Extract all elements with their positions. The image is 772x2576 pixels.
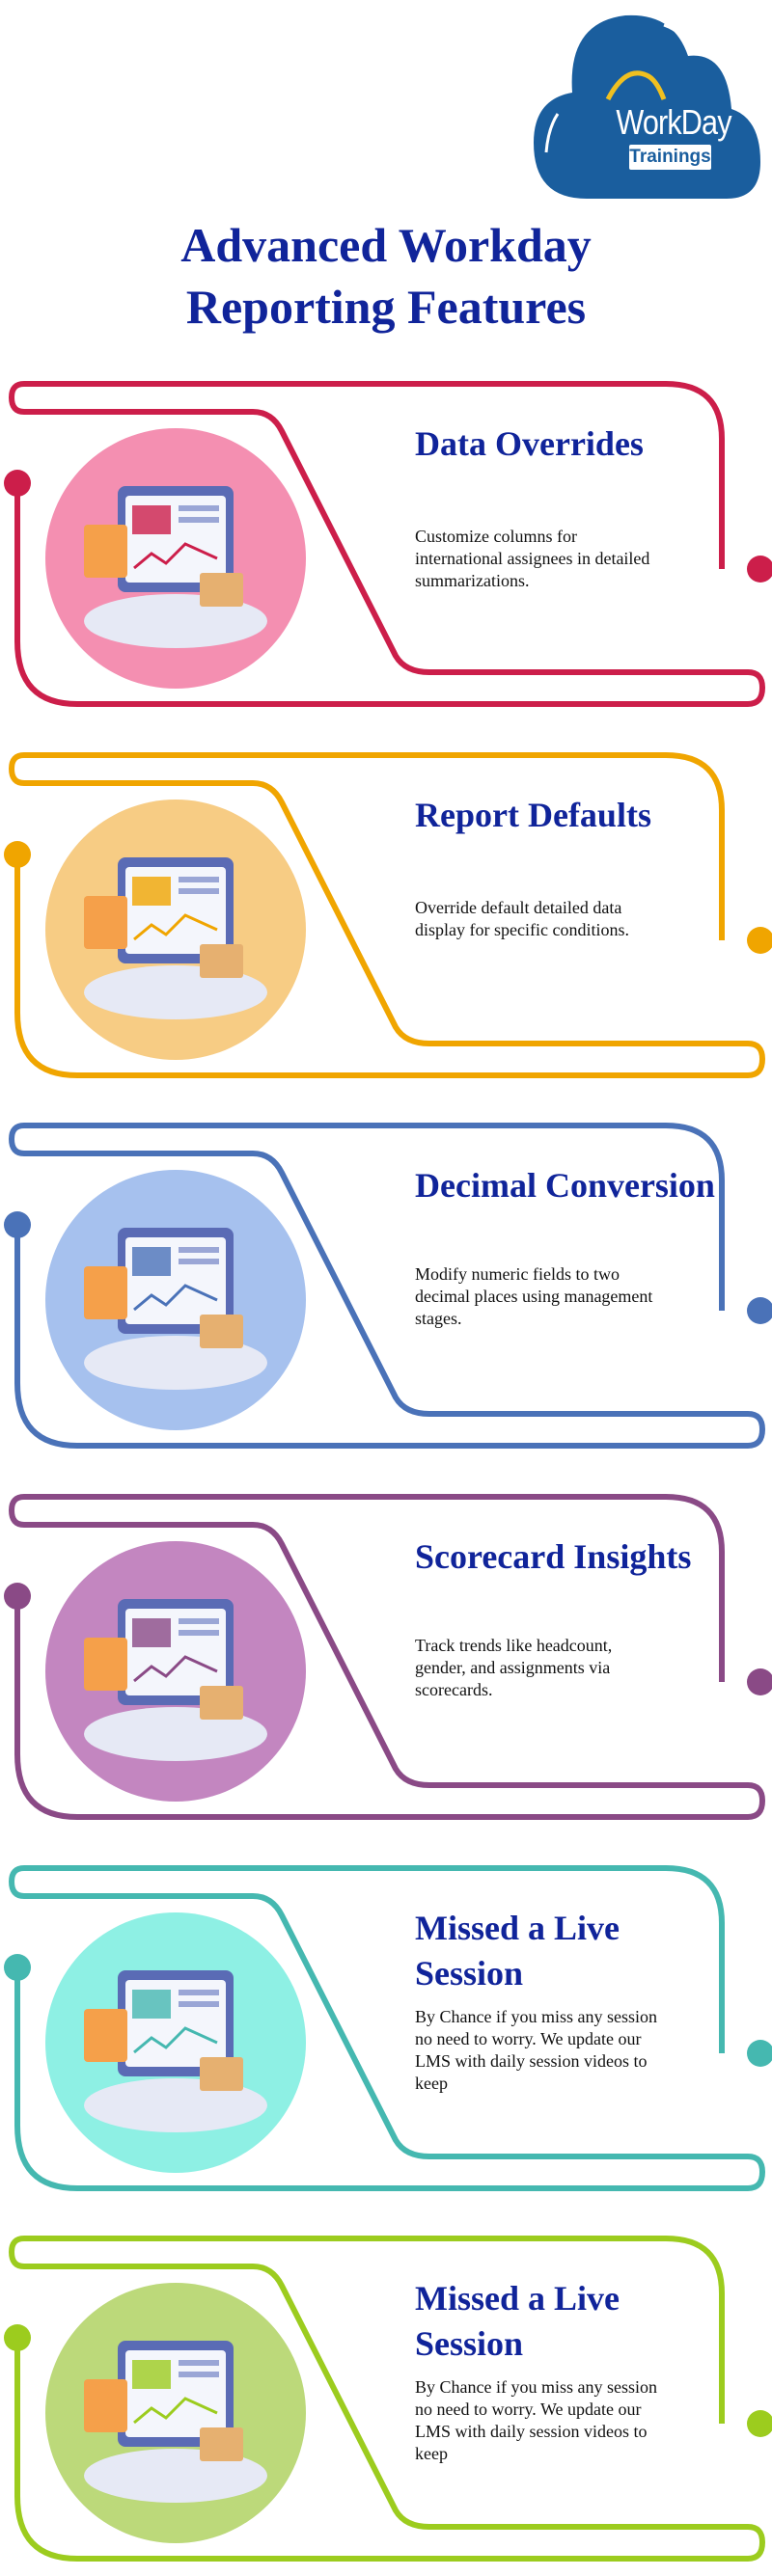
connector-path [4, 381, 772, 707]
logo-sub: Trainings [629, 145, 711, 170]
workday-trainings-logo: WorkDay Trainings [529, 8, 765, 201]
team-planning-icon [45, 1912, 306, 2173]
section-description: Override default detailed data display f… [415, 898, 629, 939]
connector-path [4, 1865, 772, 2191]
section-heading: Missed a Live Session [415, 1909, 620, 1993]
logo-word: WorkDay [616, 102, 731, 142]
feature-section: Data Overrides Customize columns for int… [0, 381, 772, 714]
laptop-office-icon [45, 2283, 306, 2543]
section-heading: Scorecard Insights [415, 1537, 692, 1576]
connector-path [4, 752, 772, 1078]
section-description: Track trends like headcount, gender, and… [415, 1636, 613, 1699]
title-line-1: Advanced Workday [180, 218, 592, 272]
connector-path [4, 2236, 772, 2562]
connector-path [4, 1494, 772, 1820]
section-description: Modify numeric fields to two decimal pla… [415, 1264, 653, 1328]
feature-section: Missed a Live Session By Chance if you m… [0, 1865, 772, 2198]
feature-section: Missed a Live Session By Chance if you m… [0, 2236, 772, 2568]
page-title: Advanced Workday Reporting Features [0, 214, 772, 338]
dashboard-screens-icon [45, 428, 306, 689]
section-heading: Data Overrides [415, 424, 644, 463]
section-heading: Report Defaults [415, 796, 651, 834]
feature-section: Scorecard Insights Track trends like hea… [0, 1494, 772, 1827]
title-line-2: Reporting Features [185, 280, 587, 334]
feature-section: Decimal Conversion Modify numeric fields… [0, 1123, 772, 1455]
section-description: By Chance if you miss any session no nee… [415, 2007, 657, 2093]
feature-section: Report Defaults Override default detaile… [0, 752, 772, 1085]
section-heading: Decimal Conversion [415, 1166, 715, 1205]
section-heading: Missed a Live Session [415, 2279, 620, 2363]
section-description: By Chance if you miss any session no nee… [415, 2377, 657, 2463]
analytics-folder-icon [45, 1541, 306, 1802]
calculator-icon [45, 1170, 306, 1430]
section-description: Customize columns for international assi… [415, 527, 650, 590]
mobile-settings-icon [45, 800, 306, 1060]
connector-path [4, 1123, 772, 1449]
